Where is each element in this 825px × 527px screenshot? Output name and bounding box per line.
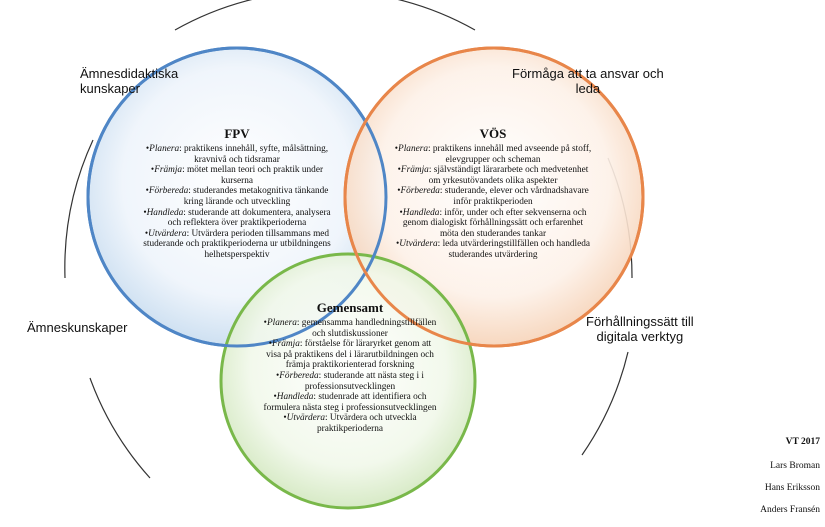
activity-description: : studerandes metakognitiva tänkande kri… [183, 186, 329, 207]
gemensamt-circle [219, 252, 477, 510]
label-amnesdidaktiska: Ämnesdidaktiska kunskaper [80, 66, 179, 96]
activity-term: Främja [400, 165, 429, 176]
credits-period: VT 2017 [785, 437, 820, 447]
outer-arc-left-lower [89, 377, 151, 479]
label-formaga-ansvar: Förmåga att ta ansvar och leda [512, 66, 664, 96]
activity-description: : praktikens innehåll, syfte, målsättnin… [179, 144, 329, 165]
activity-item: •Förbereda: studerandes metakognitiva tä… [145, 186, 329, 207]
vos-circle-outline [343, 46, 645, 348]
activity-description: : leda utvärderingstillfällen och handle… [437, 239, 590, 260]
activity-description: : Utvärdera och utveckla praktikperioder… [316, 413, 417, 434]
activity-description: : självständigt lärararbete och medveten… [428, 165, 589, 186]
activity-item: •Handleda: studenrade att identifiera oc… [263, 392, 437, 413]
activity-item: •Planera: praktikens innehåll, syfte, må… [145, 144, 329, 165]
gemensamt-content: Gemensamt •Planera: gemensamma handledni… [262, 300, 438, 435]
activity-term: Främja [271, 339, 300, 350]
activity-item: •Utvärdera: leda utvärderingstillfällen … [396, 239, 590, 260]
activity-term: Handleda [402, 207, 440, 218]
activity-term: Förbereda [400, 186, 440, 197]
activity-description: : Utvärdera perioden tillsammans med stu… [143, 228, 331, 260]
activity-description: : praktikens innehåll med avseende på st… [427, 144, 592, 165]
activity-item: •Utvärdera: Utvärdera och utveckla prakt… [283, 413, 417, 434]
outer-arc-right-lower [581, 351, 629, 456]
activity-item: •Handleda: studerande att dokumentera, a… [143, 207, 331, 229]
activity-term: Planera [398, 144, 428, 154]
activity-term: Planera [149, 144, 180, 154]
vos-content: VÖS •Planera: praktikens innehåll med av… [393, 126, 593, 261]
activity-item: •Förbereda: studerande, elever och vårdn… [397, 186, 589, 207]
activity-term: Planera [266, 318, 297, 328]
activity-term: Handleda [146, 207, 184, 218]
activity-description: : studenrade att identifiera och formule… [263, 392, 437, 413]
activity-item: •Planera: praktikens innehåll med avseen… [394, 144, 592, 165]
credits: VT 2017 Lars Broman Hans Eriksson Anders… [760, 437, 820, 527]
label-forhallningssatt: Förhållningssätt till digitala verktyg [586, 314, 694, 344]
fpv-circle-outline [86, 46, 388, 348]
fpv-title: FPV [224, 126, 250, 141]
credit-name: Anders Fransén [760, 505, 820, 515]
activity-item: •Främja: självständigt lärararbete och m… [397, 165, 589, 186]
activity-term: Främja [154, 165, 183, 176]
activity-item: •Planera: gemensamma handledningstillfäl… [263, 318, 437, 339]
fpv-content: FPV •Planera: praktikens innehåll, syfte… [139, 126, 335, 261]
activity-description: : inför, under och efter sekvenserna och… [402, 207, 587, 239]
activity-term: Förbereda [279, 370, 319, 381]
venn-diagram [64, 0, 645, 510]
activity-item: •Handleda: inför, under och efter sekven… [399, 207, 587, 239]
activity-description: : studerande att dokumentera, analysera … [167, 207, 331, 229]
label-amneskunskaper: Ämneskunskaper [27, 320, 128, 335]
activity-item: •Främja: förståelse för läraryrket genom… [266, 339, 434, 371]
activity-description: : mötet mellan teori och praktik under k… [182, 165, 324, 186]
activity-term: Utvärdera [399, 239, 438, 250]
activity-term: Förbereda [148, 186, 189, 197]
activity-term: Utvärdera [286, 413, 325, 424]
credit-name: Lars Broman [770, 461, 820, 471]
activity-description: : studerande att nästa steg i i professi… [304, 370, 425, 392]
activity-description: : gemensamma handledningstillfällen och … [296, 318, 437, 339]
activity-item: •Förbereda: studerande att nästa steg i … [275, 370, 425, 392]
activity-term: Handleda [276, 392, 314, 403]
gemensamt-items: •Planera: gemensamma handledningstillfäl… [262, 318, 438, 435]
fpv-items: •Planera: praktikens innehåll, syfte, må… [139, 144, 335, 261]
vos-title: VÖS [479, 126, 507, 141]
outer-arc-top [174, 0, 476, 31]
activity-item: •Utvärdera: Utvärdera perioden tillsamma… [143, 228, 331, 260]
activity-item: •Främja: mötet mellan teori och praktik … [150, 165, 324, 186]
gemensamt-title: Gemensamt [316, 300, 384, 315]
activity-description: : förståelse för läraryrket genom att vi… [266, 339, 434, 371]
outer-arc-left [64, 139, 94, 279]
credit-name: Hans Eriksson [764, 483, 820, 493]
activity-description: : studerande, elever och vårdnadshavare … [439, 186, 589, 207]
activity-term: Utvärdera [148, 228, 187, 239]
vos-items: •Planera: praktikens innehåll med avseen… [393, 144, 593, 261]
